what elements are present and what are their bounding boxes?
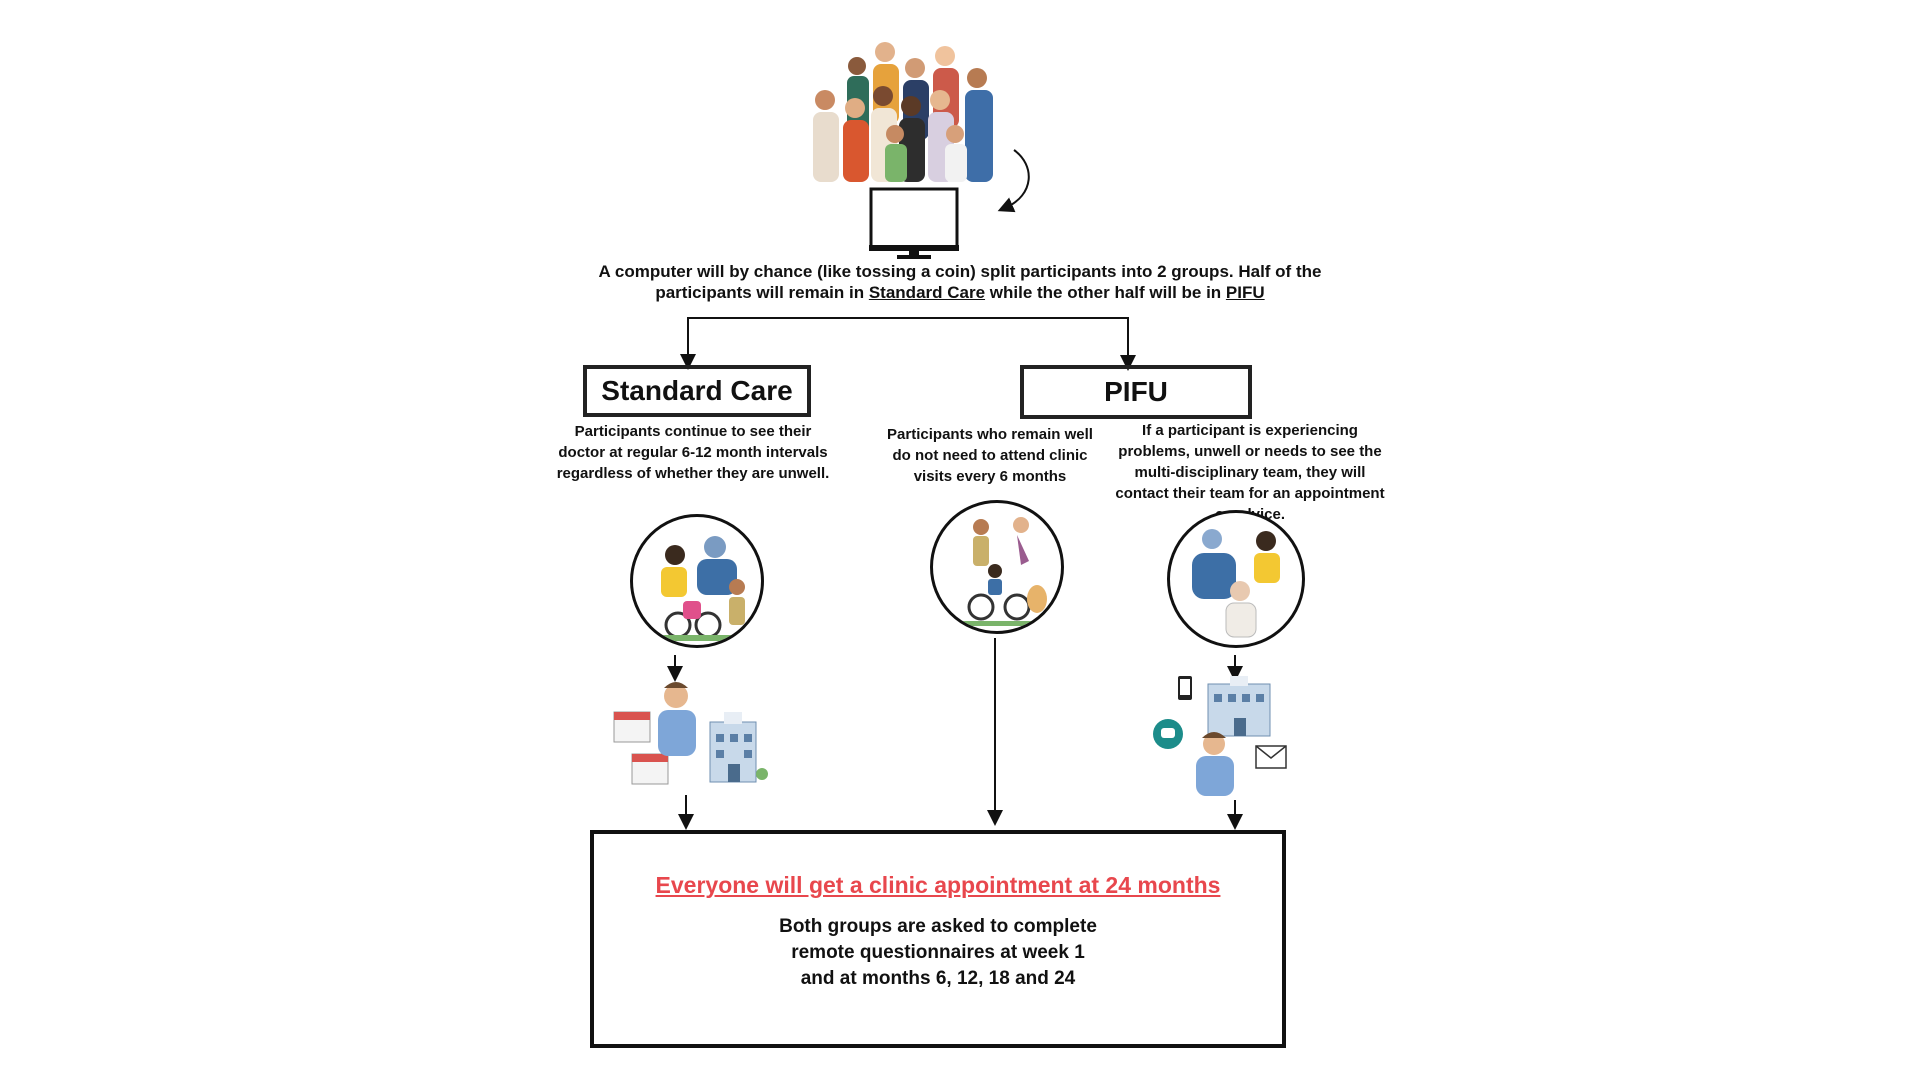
randomisation-line-2: participants will remain in Standard Car… <box>440 282 1480 303</box>
pifu-box: PIFU <box>1020 365 1252 419</box>
curved-arrow-icon <box>997 149 1030 213</box>
outcome-line-3: and at months 6, 12, 18 and 24 <box>800 968 1076 989</box>
activity-illustration <box>955 517 1047 626</box>
pifu-contact-illustration <box>1153 676 1287 796</box>
standard-care-link-text: Standard Care <box>868 283 986 302</box>
pifu-link-text: PIFU <box>1225 283 1265 302</box>
pifu-unwell-description: If a participant is experiencing problem… <box>1115 422 1385 523</box>
outcome-body: Both groups are asked to complete remote… <box>594 914 1282 992</box>
pifu-title: PIFU <box>1104 376 1168 407</box>
pifu-unwell-circle <box>1167 510 1305 648</box>
standard-care-title: Standard Care <box>601 375 793 406</box>
calendar-icon <box>613 711 669 785</box>
randomisation-line-2-prefix: participants will remain in <box>655 283 869 302</box>
monitor-icon <box>869 187 959 259</box>
mobile-icon <box>1178 676 1192 700</box>
pifu-well-description: Participants who remain well do not need… <box>887 426 1093 485</box>
standard-care-activity-circle <box>630 514 764 648</box>
outcome-box: Everyone will get a clinic appointment a… <box>590 830 1286 1048</box>
nurse-illustration <box>1196 732 1234 796</box>
hospital-icon <box>1207 676 1271 737</box>
standard-care-clinic-illustration <box>613 682 768 785</box>
standard-care-description: Participants continue to see their docto… <box>556 423 830 482</box>
activity-illustration <box>657 536 745 641</box>
phone-icon <box>1153 719 1183 749</box>
unwell-illustration <box>1192 529 1280 638</box>
randomisation-line-2-mid: while the other half will be in <box>985 283 1226 302</box>
split-bracket <box>687 317 1136 371</box>
randomisation-line-1: A computer will by chance (like tossing … <box>598 262 1322 281</box>
crowd-illustration <box>813 42 993 182</box>
email-icon <box>1255 745 1287 769</box>
pifu-well-activity-circle <box>930 500 1064 634</box>
outcome-line-2: remote questionnaires at week 1 <box>791 942 1085 963</box>
outcome-title: Everyone will get a clinic appointment a… <box>655 872 1221 898</box>
randomisation-text: A computer will by chance (like tossing … <box>440 261 1480 303</box>
outcome-line-1: Both groups are asked to complete <box>779 916 1097 937</box>
standard-care-box: Standard Care <box>583 365 811 417</box>
hospital-icon <box>709 712 768 783</box>
nurse-illustration <box>658 682 696 756</box>
